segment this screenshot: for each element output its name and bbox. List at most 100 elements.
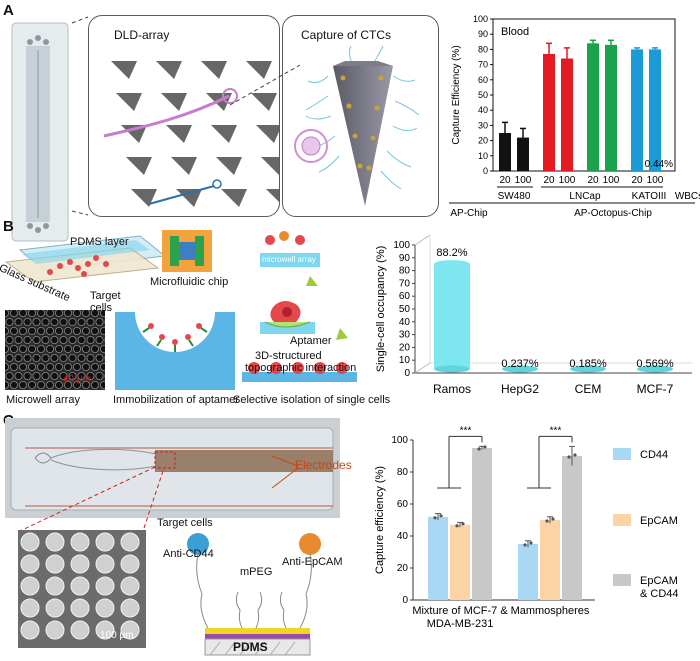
label-electrodes: Electrodes: [295, 458, 352, 472]
micropillar: [45, 620, 65, 640]
microwell: [91, 345, 100, 354]
bar: [540, 520, 560, 600]
micropillar: [45, 554, 65, 574]
micropillar: [95, 532, 115, 552]
microwell: [14, 335, 23, 344]
microwell: [27, 363, 36, 372]
cell-trajectory-small: [148, 185, 215, 205]
scale-bar-100um: 100 μm: [100, 630, 134, 641]
microwell: [32, 335, 41, 344]
dld-array-illustration: DLD-array: [88, 15, 280, 217]
microwell: [41, 335, 50, 344]
micropillar: [20, 620, 40, 640]
data-point: [433, 516, 437, 520]
legend-label: EpCAM: [640, 515, 678, 527]
label-topographic-interaction: topographic interaction: [245, 362, 357, 374]
y-tick-label: 90: [478, 29, 488, 39]
significance-mark: ***: [460, 425, 472, 436]
data-point: [439, 514, 443, 518]
data-point: [461, 522, 465, 526]
microwell: [100, 310, 105, 317]
x-tick-label: 20: [499, 175, 511, 186]
microwell: [19, 310, 27, 317]
microwell: [10, 363, 18, 372]
bar-base: [434, 365, 470, 373]
micropillar: [120, 532, 140, 552]
x-tick-label: 20: [631, 175, 643, 186]
microwell: [5, 354, 14, 363]
microwell: [23, 335, 32, 344]
microwell: [23, 372, 32, 381]
microwell: [37, 326, 46, 335]
label-anti-epcam: Anti-EpCAM: [282, 556, 343, 568]
microwell: [64, 326, 73, 335]
dld-triangle: [221, 189, 247, 207]
y-tick-label: 0: [402, 595, 408, 606]
label-3d-structured: 3D-structured: [255, 350, 322, 362]
y-tick-label: 60: [399, 291, 411, 302]
microwell: [46, 363, 55, 372]
microwell: [41, 372, 50, 381]
micropillar: [20, 598, 40, 618]
micropillar: [45, 576, 65, 596]
x-tick-label: 100: [559, 175, 576, 186]
chip-label: AP-Octopus-Chip: [574, 208, 652, 219]
group-label: WBCs: [675, 191, 700, 202]
microwell-sem-image: 40 μm: [5, 310, 105, 390]
microwell: [50, 335, 59, 344]
micropillar: [45, 532, 65, 552]
callout-dashed-lines: [71, 16, 301, 216]
bar: [518, 544, 538, 600]
dld-triangle: [266, 189, 279, 202]
bar: [472, 448, 492, 600]
bar: [517, 137, 529, 171]
y-tick-label: 50: [478, 90, 488, 100]
dld-triangle: [176, 189, 202, 207]
value-label: 0.237%: [501, 358, 539, 370]
microwell: [5, 335, 14, 344]
microwell: [10, 381, 18, 390]
aptamer-well-illustration: [115, 312, 235, 390]
y-tick-label: 60: [397, 499, 409, 510]
group-label: KATOIII: [632, 191, 667, 202]
dld-triangles: [103, 61, 279, 207]
microwell: [95, 354, 104, 363]
y-tick-label: 50: [399, 304, 411, 315]
label-aptamer: Aptamer: [290, 335, 332, 347]
microwell: [82, 345, 91, 354]
y-tick-label: 30: [478, 120, 488, 130]
label-target-cells-c: Target cells: [157, 517, 213, 529]
data-point: [567, 455, 571, 459]
group-label: MDA-MB-231: [427, 618, 494, 630]
micropillar: [120, 576, 140, 596]
microwell: [18, 363, 27, 372]
y-tick-label: 10: [399, 355, 411, 366]
microwell: [23, 354, 32, 363]
label-pdms-layer: PDMS layer: [70, 236, 129, 248]
label-pdms: PDMS: [233, 640, 268, 654]
micropillar: [70, 554, 90, 574]
microwell: [55, 310, 63, 317]
y-tick-label: 90: [399, 253, 411, 264]
dld-triangle: [156, 61, 182, 79]
microwell: [5, 310, 9, 317]
caption-immobilization: Immobilization of aptamer: [113, 394, 239, 406]
microwell: [18, 326, 27, 335]
cell-trajectory-large: [103, 94, 230, 138]
microwell: [59, 372, 68, 381]
microwell: [68, 335, 77, 344]
microwell: [64, 363, 73, 372]
scale-bar-40um: 40 μm: [63, 374, 91, 385]
value-label: 0.185%: [569, 358, 607, 370]
x-tick-label: 100: [515, 175, 532, 186]
data-point: [573, 453, 577, 457]
microwell: [73, 326, 82, 335]
bar: [562, 456, 582, 600]
group-label: SW480: [498, 191, 531, 202]
microwell: [10, 310, 18, 317]
y-tick-label: 40: [397, 531, 409, 542]
microwell: [18, 381, 27, 390]
bar-base: [502, 365, 538, 373]
microwell: [41, 354, 50, 363]
